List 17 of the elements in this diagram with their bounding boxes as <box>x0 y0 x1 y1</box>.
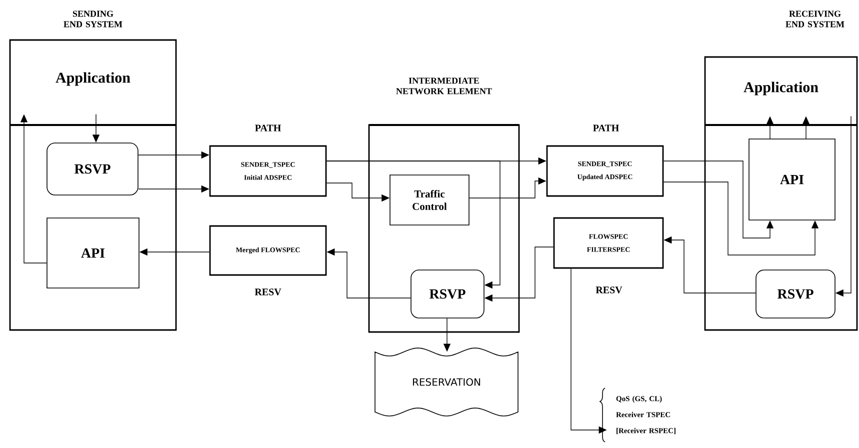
message-label: RESV <box>596 286 622 294</box>
api-box: API <box>46 218 140 288</box>
rsvp-box: RSVP <box>756 270 836 318</box>
system-heading: INTERMEDIATE NETWORK ELEMENT <box>396 78 492 94</box>
system-heading: SENDING END SYSTEM <box>64 10 122 28</box>
rsvp-box: RSVP <box>410 270 484 318</box>
arrow <box>326 160 500 289</box>
message-label: RESV <box>254 288 282 296</box>
application-label: Application <box>56 72 130 86</box>
traffic-control-box: Traffic Control <box>390 174 470 226</box>
system-heading: RECEIVING END SYSTEM <box>786 10 844 28</box>
message-label: PATH <box>593 124 619 132</box>
api-box: API <box>748 138 836 220</box>
message-label: PATH <box>255 124 281 132</box>
application-label: Application <box>744 82 818 96</box>
rsvp-box: RSVP <box>46 142 138 196</box>
reservation-document: RESERVATION <box>374 348 518 416</box>
